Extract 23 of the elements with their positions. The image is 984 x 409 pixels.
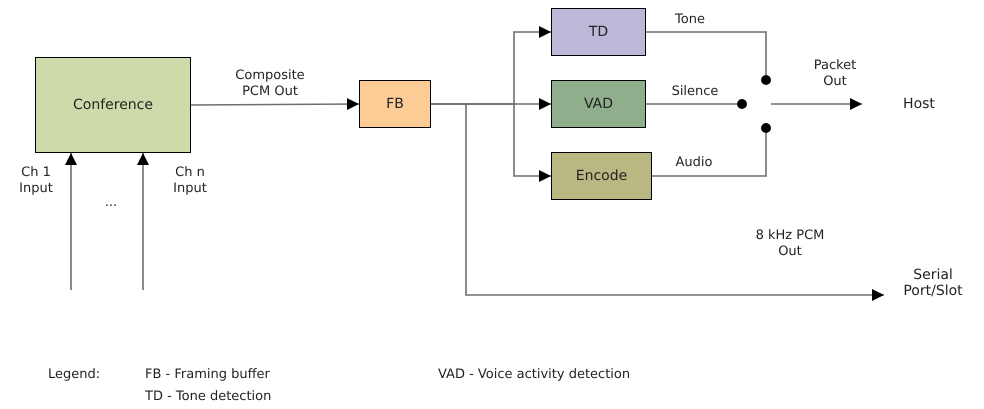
ellipsis-label: ... <box>104 195 118 212</box>
legend-heading: Legend: <box>48 367 102 384</box>
process-box: FB <box>359 80 431 128</box>
arrow <box>65 153 77 290</box>
legend-entry: TD - Tone detection <box>145 389 272 406</box>
endpoint-label: Serial Port/Slot <box>884 263 982 303</box>
process-box: Encode <box>551 152 652 200</box>
arrow <box>191 98 359 110</box>
connector-line <box>652 133 767 177</box>
switch-contact <box>761 123 771 133</box>
process-box: TD <box>551 8 646 56</box>
legend-entry: VAD - Voice activity detection <box>438 367 630 384</box>
connector-line <box>646 103 737 105</box>
arrow <box>431 103 884 301</box>
connector-line <box>646 31 767 75</box>
arrow <box>771 98 862 110</box>
switch-contact <box>761 75 771 85</box>
arrow <box>137 153 149 290</box>
switch-contact <box>737 99 747 109</box>
legend-entry: FB - Framing buffer <box>145 367 270 384</box>
process-box: VAD <box>551 80 646 128</box>
endpoint-label: Host <box>862 94 976 114</box>
process-box: Conference <box>35 57 191 153</box>
